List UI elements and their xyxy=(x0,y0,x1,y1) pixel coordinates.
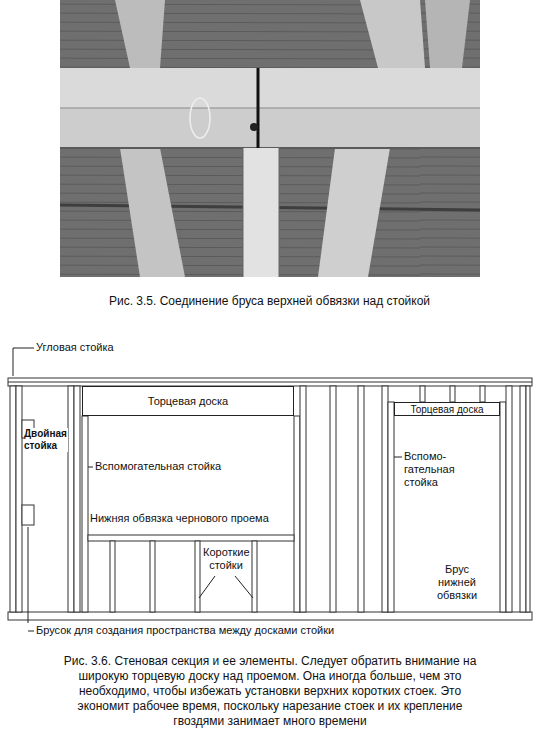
photo xyxy=(60,0,480,277)
part-label: Брус нижней обвязки xyxy=(428,563,486,603)
figure-caption: Рис. 3.6. Стеновая секция и ее элементы.… xyxy=(55,654,485,729)
part-label: Вспомо- гательная стойка xyxy=(404,450,464,490)
wall-frame xyxy=(8,378,532,620)
part-label: Нижняя обвязка чернового проема xyxy=(90,512,269,525)
leader-lines xyxy=(13,348,402,631)
part-label: Двойная стойка xyxy=(24,428,68,452)
part-label: Угловая стойка xyxy=(36,341,114,354)
node-text: Торцевая доска xyxy=(410,404,483,415)
header-board: Торцевая доска xyxy=(82,386,294,416)
header-board: Торцевая доска xyxy=(394,402,500,416)
figure-caption: Рис. 3.5. Соединение бруса верхней обвяз… xyxy=(0,294,539,308)
part-label: Вспомогательная стойка xyxy=(95,460,221,473)
node-text: Торцевая доска xyxy=(148,395,228,407)
part-label: Короткие стойки xyxy=(203,546,249,572)
part-label: Брусок для создания пространства между д… xyxy=(36,624,334,637)
